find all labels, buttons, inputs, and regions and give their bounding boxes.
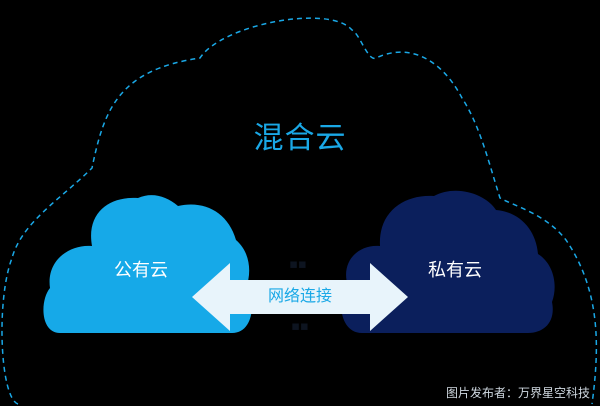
faint-background-text-2: ▪▪ xyxy=(291,319,309,334)
image-credit: 图片发布者：万界星空科技 xyxy=(445,386,590,400)
network-connection-label: 网络连接 xyxy=(267,286,333,305)
diagram-title: 混合云 xyxy=(253,121,347,156)
network-connection-arrow xyxy=(192,263,408,331)
faint-background-text: ▪▪ xyxy=(289,257,307,272)
hybrid-cloud-outline xyxy=(1,17,598,405)
private-cloud-label: 私有云 xyxy=(428,260,482,281)
public-cloud-label: 公有云 xyxy=(114,260,168,281)
